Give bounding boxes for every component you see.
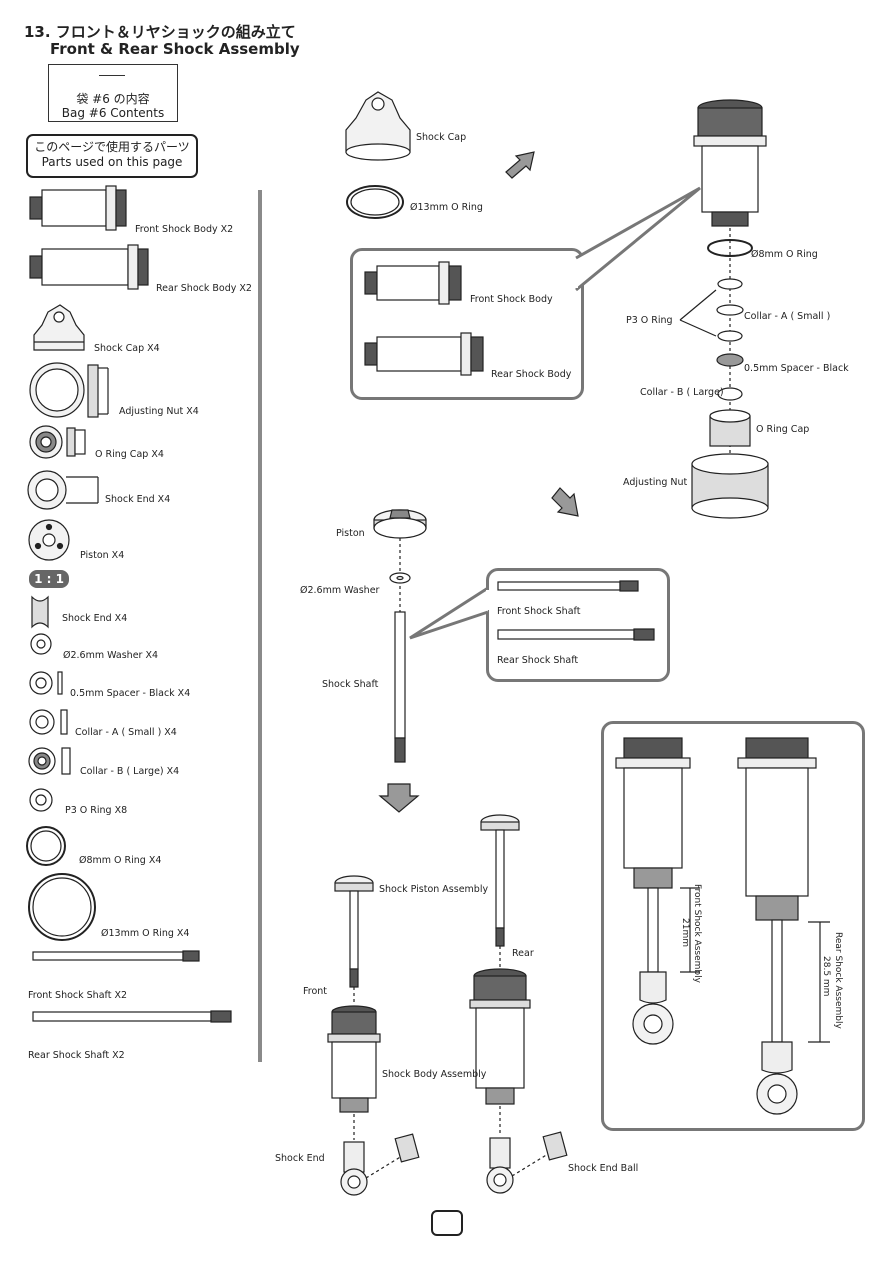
collar-b-illustration (28, 747, 71, 775)
label-body-assembly: Shock Body Assembly (382, 1069, 487, 1080)
label-o-ring-8: Ø8mm O Ring (751, 249, 818, 260)
o-ring-cap-illustration (29, 425, 86, 459)
part-label-piston: Piston X4 (80, 550, 125, 561)
front-shock-body-illustration (29, 185, 127, 231)
part-label-o-ring-cap: O Ring Cap X4 (95, 449, 164, 460)
adjusting-nut-illustration (29, 362, 109, 418)
spec-front-length: 21mm (680, 918, 690, 947)
spacer-illustration (29, 671, 63, 695)
washer-illustration (30, 633, 52, 655)
part-label-o-ring-13: Ø13mm O Ring X4 (101, 928, 190, 939)
rear-shaft-illustration (32, 1010, 232, 1023)
diagram-shock-body (693, 99, 767, 227)
label-piston-assembly: Shock Piston Assembly (379, 884, 489, 895)
part-label-rear-shaft: Rear Shock Shaft X2 (28, 1050, 125, 1061)
part-label-front-shaft: Front Shock Shaft X2 (28, 990, 128, 1001)
label-o-ring-13: Ø13mm O Ring (410, 202, 483, 213)
label-rear-body: Rear Shock Body (491, 369, 572, 380)
part-label-collar-b: Collar - B ( Large) X4 (80, 766, 180, 777)
label-rear: Rear (512, 948, 534, 959)
p3-o-ring-illustration (29, 788, 53, 812)
label-collar-a: Collar - A ( Small ) (744, 311, 831, 322)
part-label-collar-a: Collar - A ( Small ) X4 (75, 727, 177, 738)
part-label-adjusting-nut: Adjusting Nut X4 (119, 406, 199, 417)
diagram-shock-cap (345, 91, 411, 161)
label-rear-shaft: Rear Shock Shaft (497, 655, 579, 666)
rear-shock-body-illustration (29, 244, 149, 290)
down-arrow-icon-2 (551, 487, 579, 517)
collar-a-illustration (29, 709, 68, 735)
label-adjusting-nut: Adjusting Nut (623, 477, 688, 488)
bag-dash (99, 75, 125, 76)
piston-illustration (28, 519, 70, 561)
o-ring-13-illustration (28, 873, 96, 941)
label-collar-b: Collar - B ( Large) (640, 387, 724, 398)
bag-label-jp: 袋 #6 の内容 (76, 92, 150, 106)
shock-end-illustration (27, 470, 99, 510)
part-label-shock-end: Shock End X4 (105, 494, 171, 505)
part-label-front-body: Front Shock Body X2 (135, 224, 234, 235)
label-front: Front (303, 986, 328, 997)
label-shock-shaft: Shock Shaft (322, 679, 379, 690)
o-ring-8-illustration (26, 826, 66, 866)
part-label-washer: Ø2.6mm Washer X4 (63, 650, 159, 661)
label-front-body: Front Shock Body (470, 294, 553, 305)
page-title-en: Front & Rear Shock Assembly (50, 40, 300, 58)
down-arrow-icon (505, 151, 535, 179)
bag-contents-box: 袋 #6 の内容 Bag #6 Contents (48, 64, 178, 122)
label-shock-end: Shock End (275, 1153, 325, 1164)
part-label-p3-o-ring: P3 O Ring X8 (65, 805, 128, 816)
scale-badge: 1 : 1 (29, 570, 69, 588)
label-spacer: 0.5mm Spacer - Black (744, 363, 849, 374)
parts-used-box: このページで使用するパーツ Parts used on this page (26, 134, 198, 178)
label-washer: Ø2.6mm Washer (300, 585, 380, 596)
column-divider (258, 190, 262, 1062)
spec-rear-label: Rear Shock Assembly (833, 932, 843, 1029)
part-label-rear-body: Rear Shock Body X2 (156, 283, 252, 294)
spec-rear-length: 28.5 mm (821, 956, 831, 997)
label-piston: Piston (336, 528, 365, 539)
part-label-shock-cap: Shock Cap X4 (94, 343, 160, 354)
bag-label-en: Bag #6 Contents (61, 106, 165, 120)
parts-used-en: Parts used on this page (41, 155, 183, 169)
shock-end-ball-illustration (31, 595, 49, 629)
parts-used-jp: このページで使用するパーツ (34, 140, 190, 154)
label-front-shaft: Front Shock Shaft (497, 606, 581, 617)
page-number-box (431, 1210, 463, 1236)
page-title-jp: 13. フロント＆リヤショックの組み立て (24, 23, 296, 41)
front-shaft-illustration (32, 950, 200, 962)
part-label-shock-end-2: Shock End X4 (62, 613, 128, 624)
shock-cap-illustration (33, 304, 85, 351)
spec-front-label: Front Shock Assembly (692, 884, 702, 983)
label-shock-end-ball: Shock End Ball (568, 1163, 639, 1174)
label-shock-cap: Shock Cap (416, 132, 467, 143)
label-o-ring-cap: O Ring Cap (756, 424, 810, 435)
part-label-spacer: 0.5mm Spacer - Black X4 (70, 688, 191, 699)
down-arrow-icon-3 (378, 783, 420, 813)
label-p3-o-ring: P3 O Ring (626, 315, 673, 326)
part-label-o-ring-8: Ø8mm O Ring X4 (79, 855, 162, 866)
